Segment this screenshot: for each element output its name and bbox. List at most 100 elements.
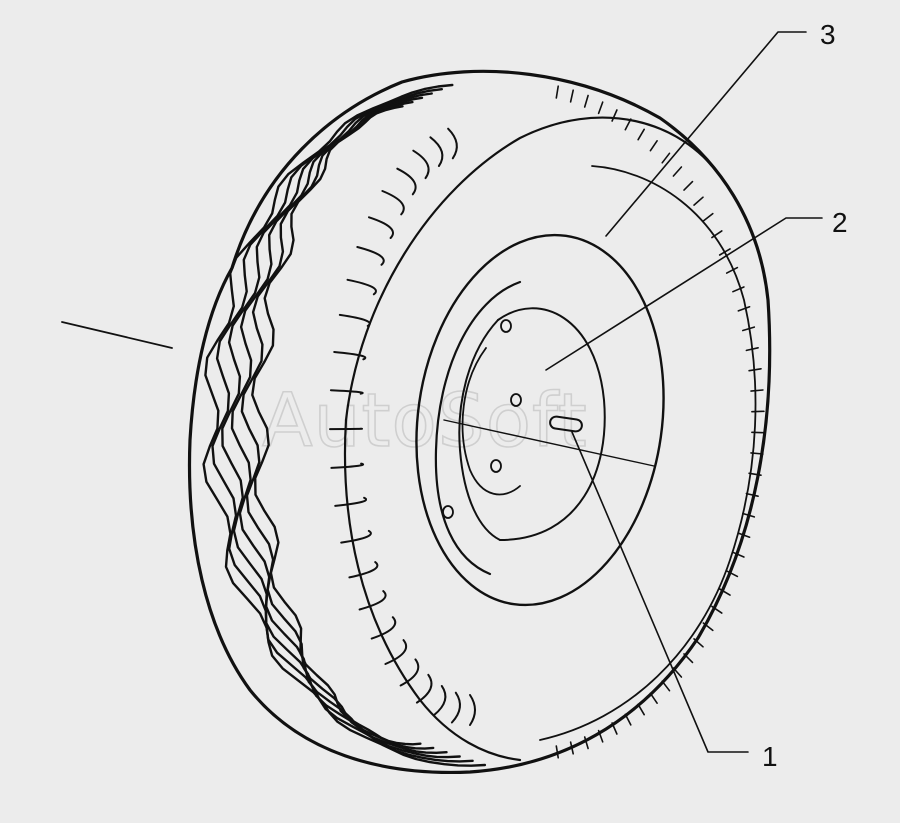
leader-line-2 [545,217,823,371]
watermark: AutoSoft [262,378,588,464]
tread-lug [381,190,405,216]
serration-mark [750,452,764,455]
serration-mark [597,729,604,743]
serration-mark [611,722,618,735]
tread-lug [329,389,364,395]
serration-mark [725,570,739,578]
tread-lug [340,529,372,544]
leader-line-1 [571,431,749,753]
rim-disc-edge [458,319,501,541]
rim-inner-ring [434,280,522,576]
serration-mark [718,588,731,596]
axis-extension-line [61,321,173,349]
serration-mark [555,85,560,99]
axis-line [443,419,655,467]
rim-outer-ring [415,233,665,607]
tire [187,69,772,775]
serration-mark [555,745,560,759]
tread-lug [412,149,430,180]
serration-mark [624,713,632,726]
tread-inner-edge [344,116,722,422]
bolt-hole [510,393,522,407]
tread-pattern [202,83,487,767]
serration-mark [637,128,646,141]
serration-mark [750,389,764,392]
valve-stem [549,415,583,433]
callout-3: 3 [605,19,836,237]
tread-lug [358,590,387,611]
tread-lug [370,616,397,640]
serration-mark [745,346,759,352]
serration-mark [702,622,714,632]
serration-mark [718,248,731,256]
serration-mark [649,692,658,705]
serration-mark [711,605,723,614]
serration-mark [748,472,762,477]
serration-mark [661,680,671,692]
tread-lug [415,673,433,704]
callout-1: 1 [571,431,778,772]
tread-groove [251,105,422,746]
serration-mark [611,109,618,122]
hub-center-hole [461,347,521,496]
tread-lug [384,639,408,665]
serration-mark [737,305,751,312]
serration-mark [672,667,683,678]
bolt-hole [490,459,502,473]
serration-mark [683,180,694,191]
serration-mark [649,140,658,152]
serration-mark [732,551,745,558]
callout-label-1: 1 [762,741,778,772]
tread-lug [338,313,371,327]
tread-lug [334,496,368,507]
sidewall-line [539,165,757,741]
serration-mark [732,286,745,293]
serration-mark [637,703,646,716]
rim [415,233,665,607]
tread-lug [429,136,444,167]
serration-mark [583,94,589,108]
serration-mark [683,653,694,664]
leader-line-3 [605,31,807,237]
bolt-hole [442,505,454,519]
serration-mark [702,212,714,222]
serration-mark [745,492,759,498]
tread-lug [447,127,458,160]
tread-lug [333,351,367,361]
callout-label-3: 3 [820,19,836,50]
serration-mark [741,326,756,332]
serration-mark [624,118,632,131]
serration-mark [711,230,723,239]
tread-lug [396,167,417,196]
serration-mark [737,532,751,539]
tread-lug [346,278,377,296]
serration-mark [693,196,704,206]
tread-lug [368,216,394,239]
hub-face [497,307,606,541]
tire-outline [187,69,772,775]
tread-lug [348,561,379,579]
serration-mark [748,367,762,372]
tread-lugs [329,127,476,726]
serration-mark [693,638,704,648]
tread-lug [469,694,476,726]
serration-mark [597,101,604,115]
sidewall-serration [555,85,765,759]
tread-lug [450,691,461,724]
tread-lug [399,658,420,687]
serration-mark [725,266,739,274]
tread-lug [356,246,385,266]
serration-mark [569,741,575,755]
bolt-hole [500,319,512,333]
tread-inner-edge-lower [343,418,522,762]
serration-mark [583,736,589,750]
serration-mark [741,512,756,518]
serration-mark [672,166,683,177]
tread-groove [202,83,487,767]
serration-mark [569,89,575,103]
callout-label-2: 2 [832,207,848,238]
tread-lug [330,462,364,469]
serration-mark [661,152,671,164]
